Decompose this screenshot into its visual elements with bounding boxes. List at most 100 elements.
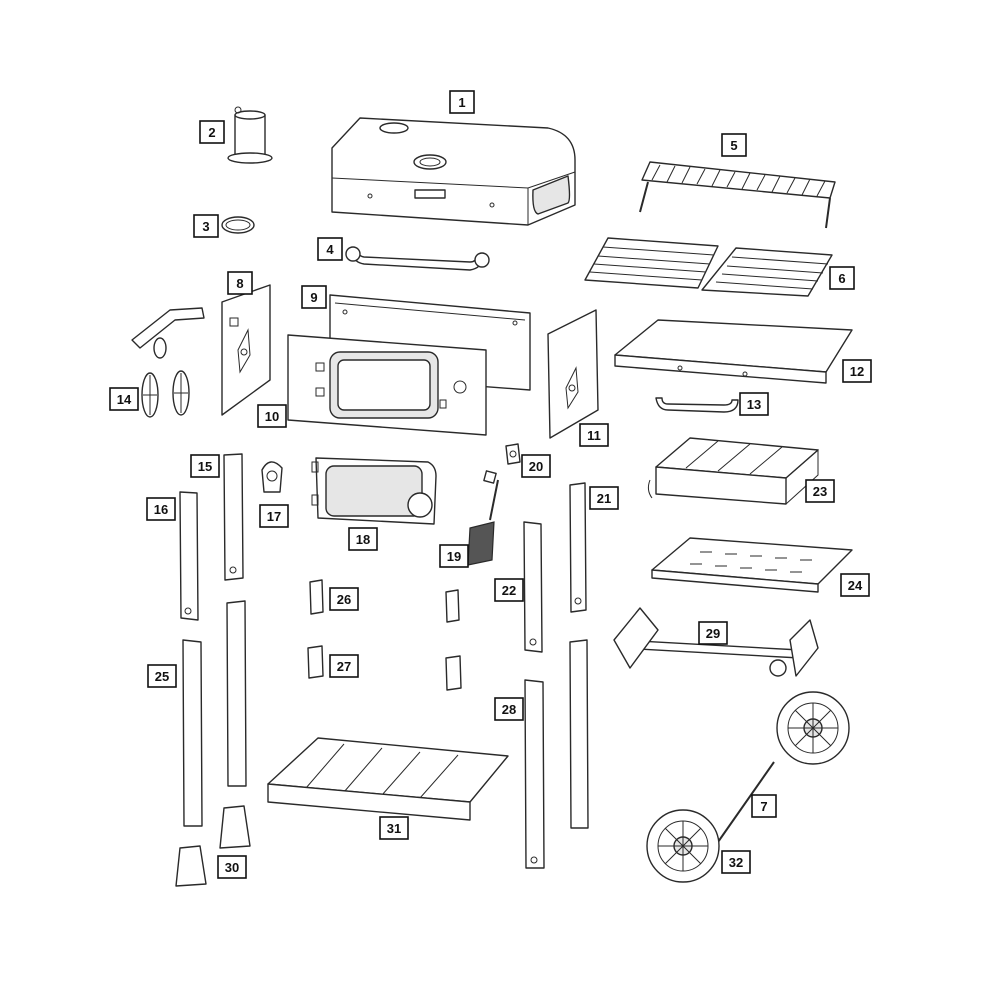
part-leg-22 (523, 521, 543, 653)
part-right-side-panel (547, 309, 599, 439)
callout-8: 8 (227, 271, 253, 295)
callout-3: 3 (193, 214, 219, 238)
svg-text:23: 23 (813, 484, 827, 499)
callout-12: 12 (842, 359, 872, 383)
svg-text:25: 25 (155, 669, 169, 684)
callout-13: 13 (739, 392, 769, 416)
svg-text:1: 1 (458, 95, 465, 110)
svg-text:6: 6 (838, 271, 845, 286)
callout-18: 18 (348, 527, 378, 551)
svg-text:20: 20 (529, 459, 543, 474)
part-ash-pan (651, 537, 853, 593)
callout-22: 22 (494, 578, 524, 602)
callout-15: 15 (190, 454, 220, 478)
part-bracket-27 (307, 645, 462, 691)
svg-text:4: 4 (326, 242, 334, 257)
callout-21: 21 (589, 486, 619, 510)
callout-23: 23 (805, 479, 835, 503)
callout-2: 2 (199, 120, 225, 144)
svg-text:14: 14 (117, 392, 132, 407)
part-leg-21 (569, 482, 587, 613)
svg-text:22: 22 (502, 583, 516, 598)
svg-text:31: 31 (387, 821, 401, 836)
callout-17: 17 (259, 504, 289, 528)
callout-29: 29 (698, 621, 728, 645)
svg-text:16: 16 (154, 502, 168, 517)
svg-text:11: 11 (587, 428, 601, 443)
part-leg-25b (226, 600, 247, 787)
svg-text:29: 29 (706, 626, 720, 641)
callout-27: 27 (329, 654, 359, 678)
callout-30: 30 (217, 855, 247, 879)
svg-text:7: 7 (760, 799, 767, 814)
callout-10: 10 (257, 404, 287, 428)
part-side-shelf (614, 319, 853, 384)
part-thermometer-tube (227, 106, 273, 164)
part-charcoal-grate (647, 437, 819, 505)
svg-text:17: 17 (267, 509, 281, 524)
part-front-panel (287, 334, 487, 436)
part-axle-frame (613, 607, 819, 677)
part-wheel-top (776, 691, 850, 765)
callout-11: 11 (579, 423, 609, 447)
part-warming-rack (639, 161, 836, 229)
part-leg-28b (569, 639, 589, 829)
callout-24: 24 (840, 573, 870, 597)
part-wheel-bottom (646, 809, 720, 883)
part-bottom-shelf (267, 737, 509, 821)
part-bracket-26 (309, 579, 460, 623)
svg-text:10: 10 (265, 409, 279, 424)
callout-1: 1 (449, 90, 475, 114)
part-leg-16 (179, 491, 199, 621)
part-leg-25 (182, 639, 203, 827)
svg-text:21: 21 (597, 491, 611, 506)
svg-text:26: 26 (337, 592, 351, 607)
part-shelf-handle (655, 397, 739, 413)
callout-26: 26 (329, 587, 359, 611)
part-knob (505, 443, 521, 465)
svg-text:15: 15 (198, 459, 212, 474)
part-leg-28 (524, 679, 545, 869)
callout-16: 16 (146, 497, 176, 521)
svg-text:12: 12 (850, 364, 864, 379)
svg-text:28: 28 (502, 702, 516, 717)
callout-6: 6 (829, 266, 855, 290)
part-axle-rod (717, 761, 775, 843)
callout-32: 32 (721, 850, 751, 874)
callout-9: 9 (301, 285, 327, 309)
svg-text:32: 32 (729, 855, 743, 870)
callout-7: 7 (751, 794, 777, 818)
svg-text:9: 9 (310, 290, 317, 305)
part-ash-door (311, 457, 437, 525)
callout-31: 31 (379, 816, 409, 840)
svg-text:30: 30 (225, 860, 239, 875)
part-side-handle-and-wheels (131, 307, 205, 418)
callout-19: 19 (439, 544, 469, 568)
callout-25: 25 (147, 664, 177, 688)
svg-text:3: 3 (202, 219, 209, 234)
callout-4: 4 (317, 237, 343, 261)
part-bracket-17 (261, 461, 283, 493)
part-left-side-panel (221, 284, 271, 416)
part-leg-caps (175, 805, 251, 887)
callout-28: 28 (494, 697, 524, 721)
part-lid (331, 117, 576, 226)
part-lid-handle (345, 246, 490, 271)
svg-text:24: 24 (848, 578, 863, 593)
svg-text:13: 13 (747, 397, 761, 412)
part-ring (221, 216, 255, 234)
callout-5: 5 (721, 133, 747, 157)
svg-text:18: 18 (356, 532, 370, 547)
svg-text:27: 27 (337, 659, 351, 674)
svg-text:19: 19 (447, 549, 461, 564)
part-crank (467, 470, 499, 566)
part-leg-15 (223, 453, 244, 581)
svg-text:2: 2 (208, 125, 215, 140)
part-cooking-grates (584, 237, 833, 297)
svg-text:8: 8 (236, 276, 243, 291)
svg-text:5: 5 (730, 138, 737, 153)
callout-14: 14 (109, 387, 139, 411)
callout-20: 20 (521, 454, 551, 478)
